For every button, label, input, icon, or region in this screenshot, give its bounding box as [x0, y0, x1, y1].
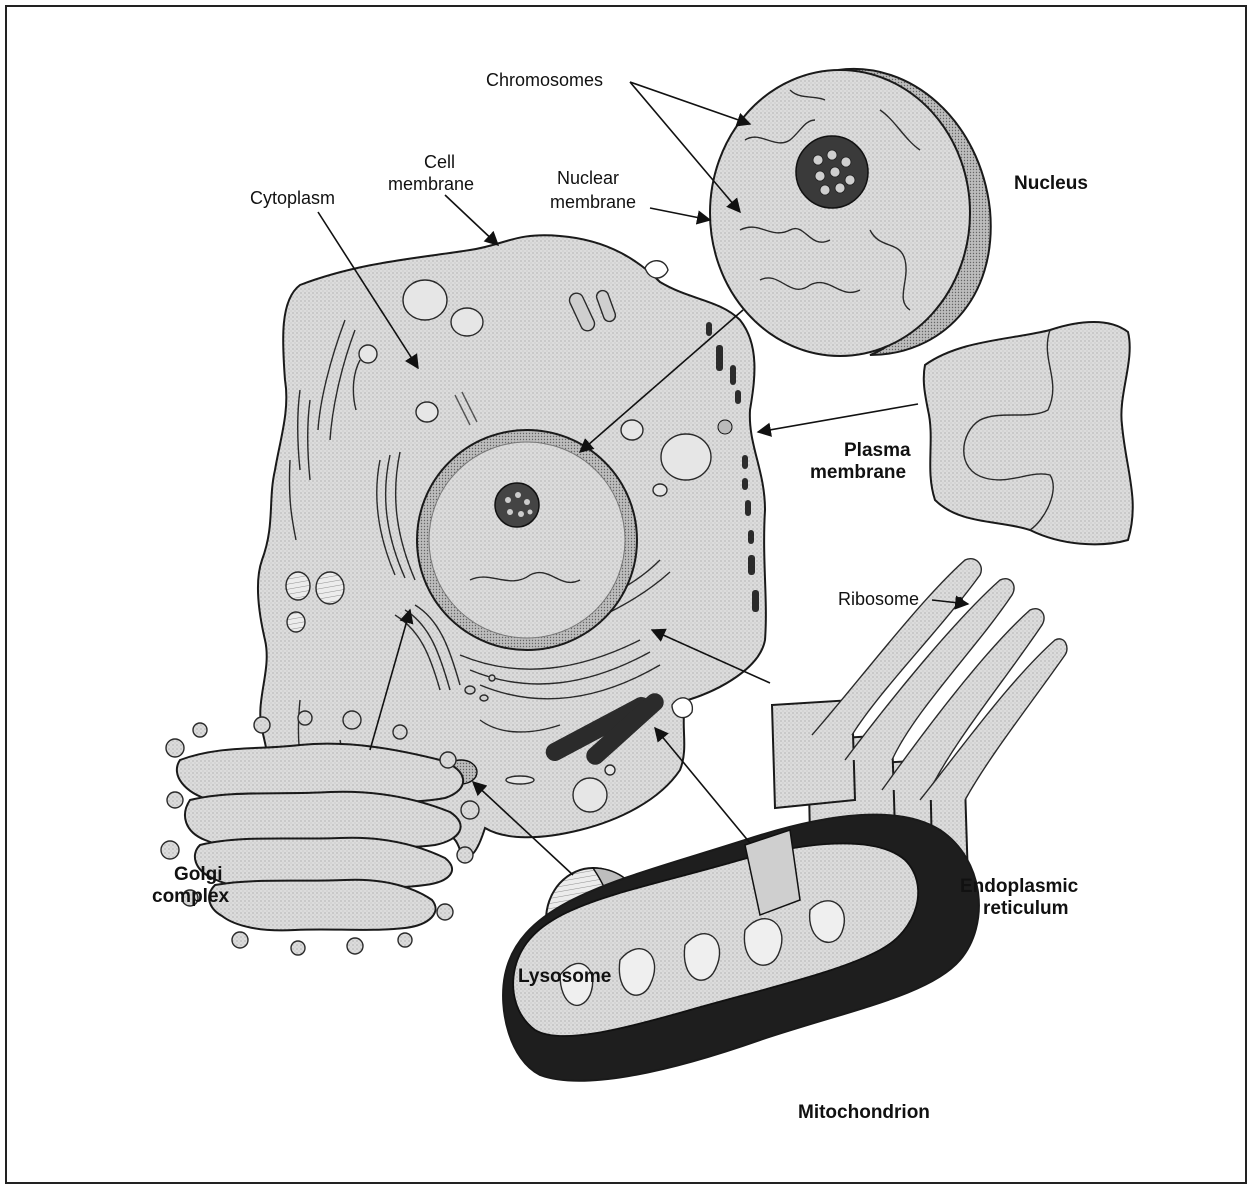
plasma-membrane-detail — [924, 322, 1133, 544]
label-nucleus: Nucleus — [1014, 173, 1088, 194]
label-endoplasmic-reticulum-line1: Endoplasmic — [960, 876, 1079, 897]
label-nuclear-membrane-line1: Nuclear — [557, 168, 619, 188]
label-mitochondrion: Mitochondrion — [798, 1102, 930, 1123]
label-endoplasmic-reticulum-line2: reticulum — [983, 898, 1069, 919]
label-nuclear-membrane-line2: membrane — [550, 192, 636, 212]
label-golgi-complex-line1: Golgi — [174, 864, 223, 885]
label-cytoplasm: Cytoplasm — [250, 188, 335, 208]
label-golgi-complex-line2: complex — [152, 886, 230, 907]
label-plasma-membrane-line2: membrane — [810, 462, 906, 483]
label-cell-membrane-line2: membrane — [388, 174, 474, 194]
label-cell-membrane-line1: Cell — [424, 152, 455, 172]
label-plasma-membrane-line1: Plasma — [844, 440, 911, 461]
label-chromosomes: Chromosomes — [486, 70, 603, 90]
label-ribosome: Ribosome — [838, 589, 919, 609]
label-lysosome: Lysosome — [518, 966, 611, 987]
nucleus-in-cell — [417, 430, 637, 650]
